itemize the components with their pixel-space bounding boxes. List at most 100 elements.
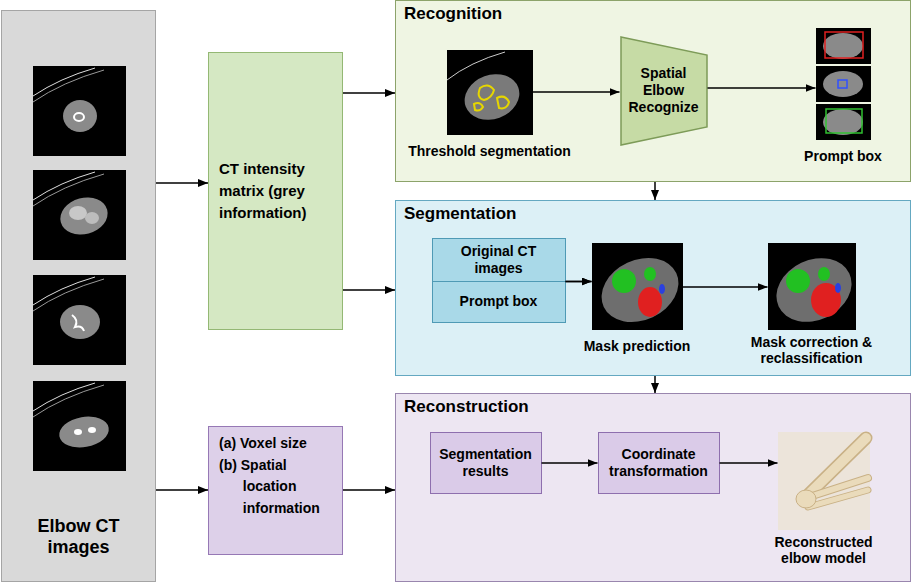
arrow-connector: [566, 281, 592, 283]
input-panel: Elbow CT images: [1, 10, 156, 582]
ct-table-line: [447, 52, 505, 80]
ct-background: [592, 243, 683, 330]
image-caption: Reconstructed elbow model: [759, 534, 889, 568]
ct-bone: [72, 315, 84, 331]
ct-table-line: [33, 277, 95, 305]
process-box: Segmentation results: [430, 432, 542, 494]
panel-heading: Segmentation: [404, 204, 902, 224]
arrow-connector: [720, 462, 778, 464]
prompt-rectangle: [825, 32, 863, 58]
humerus: [809, 438, 866, 494]
ct-arm-section: [63, 100, 97, 132]
ct-slice: [33, 66, 126, 156]
ct-background: [33, 275, 126, 365]
ct-bone: [74, 429, 82, 435]
arrow-connector: [708, 87, 816, 89]
ct-table-line: [33, 70, 104, 102]
ct-arm-section: [56, 192, 112, 239]
ct-background: [33, 66, 126, 156]
ct-bone: [69, 206, 87, 220]
model-background: [778, 432, 870, 530]
arrow-connector: [654, 376, 656, 393]
ct-arm-section: [823, 109, 863, 135]
forearm-bone: [806, 478, 868, 498]
panel-heading: Recognition: [404, 4, 902, 24]
ct-slice: [33, 275, 126, 365]
box-label: Original CT images: [449, 243, 549, 277]
ct-table-line: [33, 174, 104, 206]
image-caption: Mask prediction: [567, 338, 707, 355]
threshold-outline: [497, 97, 509, 109]
stage-panel: RecognitionThreshold segmentation Spatial…: [395, 0, 911, 182]
ct-background: [447, 50, 533, 135]
threshold-image: [447, 50, 533, 135]
ct-background: [816, 28, 871, 64]
ct-arm-section: [458, 67, 526, 127]
ct-table-line: [33, 383, 95, 411]
mask-image: [766, 243, 862, 334]
stage-panel: ReconstructionSegmentation results Coordi…: [395, 393, 911, 582]
ct-arm-section: [591, 246, 689, 334]
forearm-bone: [808, 490, 868, 507]
elbow-model: [778, 432, 870, 530]
ct-table-line: [33, 385, 104, 417]
ct-background: [33, 170, 126, 260]
mask-region: [786, 269, 810, 293]
image-caption: Threshold segmentation: [402, 143, 578, 160]
threshold-outline: [474, 103, 483, 111]
ct-background: [33, 381, 126, 471]
box-label: Spatial Elbow Recognize: [624, 65, 704, 115]
image-caption: Prompt box: [793, 148, 893, 165]
ct-background: [816, 66, 871, 102]
forearm-bone: [806, 478, 868, 498]
process-box: Coordinate transformation: [598, 432, 720, 494]
mask-region: [612, 269, 636, 293]
image-node: Threshold segmentation: [447, 50, 533, 135]
box-label: (a) Voxel size: [219, 433, 335, 455]
prompt-rectangle: [838, 80, 847, 88]
ct-slice: [33, 381, 126, 471]
arrow-connector: [156, 182, 208, 184]
ct-arm-section: [766, 246, 862, 333]
box-label: Segmentation results: [434, 446, 538, 480]
image-node: Mask correction & reclassification: [768, 243, 856, 330]
process-box: (a) Voxel size(b) Spatial location infor…: [208, 426, 343, 555]
arrow-connector: [542, 462, 598, 464]
ct-background: [816, 104, 871, 140]
forearm-bone: [808, 490, 868, 507]
stage-panel: SegmentationOriginal CT imagesPrompt box…: [395, 200, 911, 376]
threshold-outline: [479, 85, 494, 100]
arrow-connector: [343, 489, 395, 491]
arrow-connector: [533, 91, 620, 93]
ct-background: [768, 243, 856, 330]
mask-region: [638, 287, 662, 317]
image-node: Reconstructed elbow model: [778, 432, 870, 530]
ct-bone: [88, 427, 96, 433]
arrow-connector: [683, 286, 768, 288]
ct-table-line: [33, 68, 95, 96]
mask-region: [644, 267, 656, 281]
image-node: Prompt box: [816, 28, 871, 140]
mask-image: [591, 243, 689, 334]
input-box: Original CT images: [432, 238, 566, 282]
arrow-connector: [343, 289, 395, 291]
ct-arm-section: [823, 33, 863, 59]
ct-slice: [33, 170, 126, 260]
ct-table-line: [33, 279, 104, 311]
ct-bone: [74, 113, 84, 121]
ct-table-line: [33, 172, 95, 200]
process-box: CT intensity matrix (grey information): [208, 52, 343, 330]
arrow-connector: [343, 92, 395, 94]
box-label: (b) Spatial location information: [219, 455, 335, 520]
panel-label: Elbow CT images: [24, 516, 134, 559]
image-caption: Mask correction & reclassification: [737, 334, 887, 368]
box-label: Coordinate transformation: [602, 446, 716, 480]
arrow-connector: [654, 182, 656, 200]
box-label: CT intensity matrix (grey information): [219, 158, 331, 223]
panel-heading: Reconstruction: [404, 397, 902, 417]
ct-arm-section: [60, 305, 100, 339]
